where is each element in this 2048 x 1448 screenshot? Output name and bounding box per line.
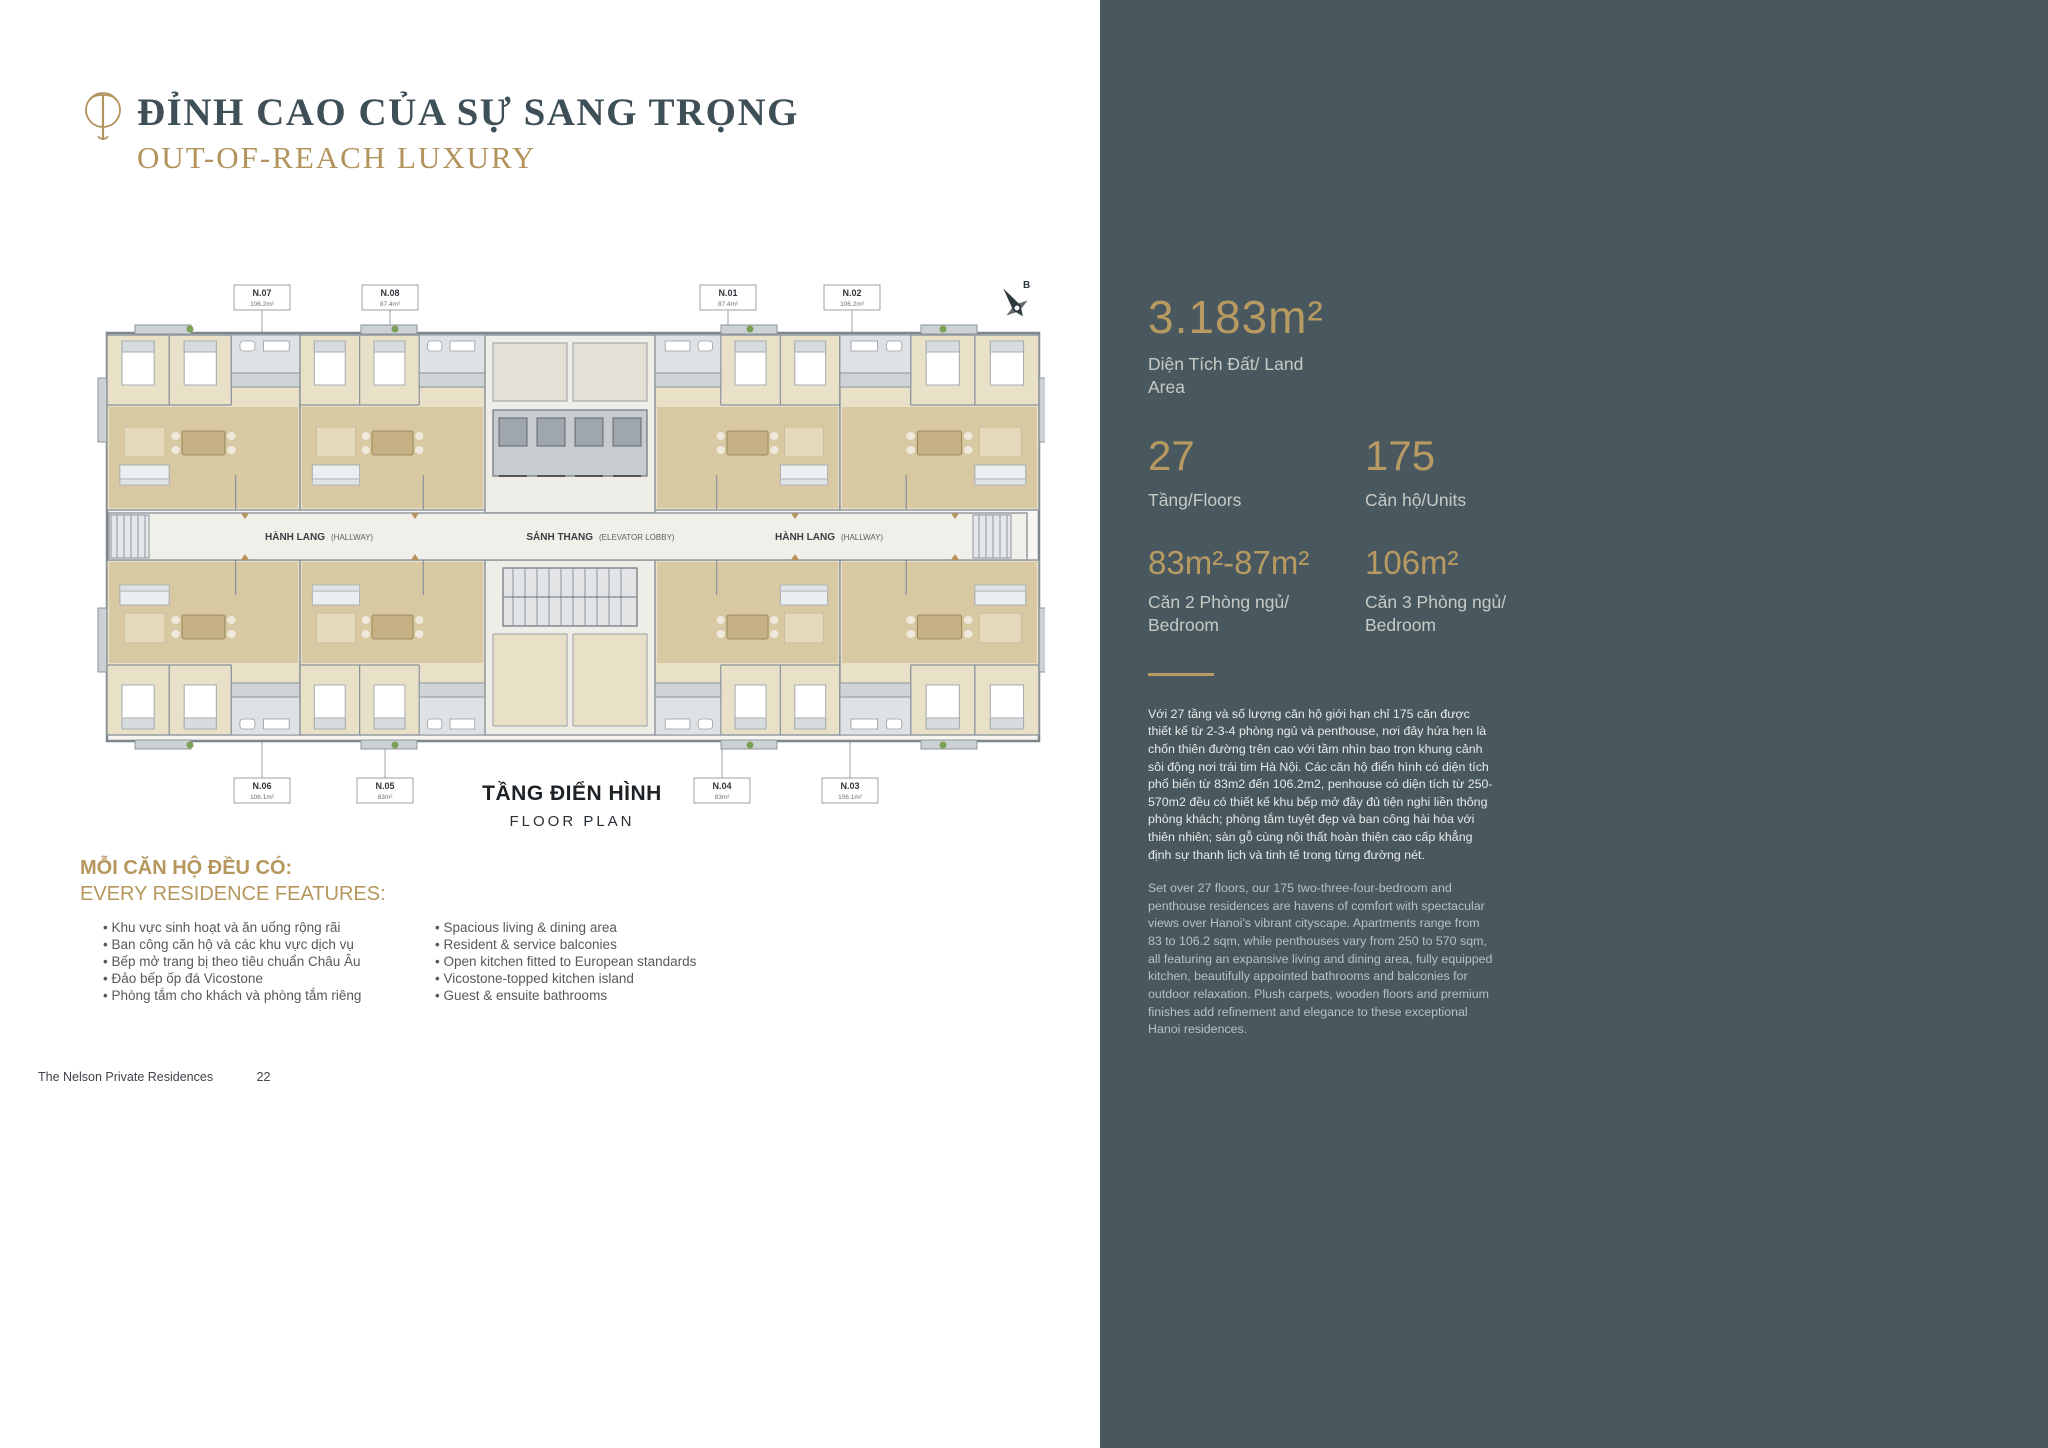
page-footer: The Nelson Private Residences 22 (38, 1070, 270, 1084)
feature-item: • Open kitchen fitted to European standa… (435, 954, 697, 969)
three-bed-stat: 106m² Căn 3 Phòng ngủ/ Bedroom (1365, 544, 1515, 637)
unit-label-n07: N.07 106.2m² (233, 284, 291, 311)
compass-north-label: B (1023, 280, 1030, 291)
three-bed-label: Căn 3 Phòng ngủ/ Bedroom (1365, 592, 1507, 635)
footer-page-number: 22 (256, 1070, 271, 1084)
feature-item: • Phòng tắm cho khách và phòng tắm riêng (103, 988, 362, 1003)
svg-text:106.1m²: 106.1m² (838, 794, 863, 801)
feature-item: • Ban công căn hộ và các khu vực dịch vụ (103, 937, 354, 952)
land-area-label: Diện Tích Đất/ Land Area (1148, 354, 1304, 397)
unit-label-n08: N.08 87.4m² (361, 284, 419, 311)
svg-text:N.04: N.04 (712, 781, 731, 791)
page-title-en: OUT-OF-REACH LUXURY (137, 140, 537, 175)
feature-item: • Vicostone-topped kitchen island (435, 971, 634, 986)
feature-item: • Spacious living & dining area (435, 920, 617, 935)
units-label: Căn hộ/Units (1365, 489, 1467, 510)
floor-plan: HÀNH LANG (HALLWAY) SẢNH THANG (ELEVATOR… (95, 278, 1049, 813)
features-list-vn: • Khu vực sinh hoạt và ăn uống rộng rãi •… (103, 919, 361, 1004)
floors-label: Tầng/Floors (1148, 489, 1242, 510)
land-area-value: 3.183m² (1148, 291, 1324, 343)
three-bed-value: 106m² (1365, 544, 1459, 582)
svg-text:N.07: N.07 (252, 288, 271, 298)
feature-item: • Khu vực sinh hoạt và ăn uống rộng rãi (103, 920, 341, 935)
unit-label-n06: N.06 106.1m² (233, 777, 291, 804)
floors-value: 27 (1148, 431, 1195, 479)
footer-brand: The Nelson Private Residences (38, 1070, 214, 1084)
two-bed-stat: 83m²-87m² Căn 2 Phòng ngủ/ Bedroom (1148, 544, 1365, 637)
svg-text:106.2m²: 106.2m² (840, 301, 865, 308)
svg-text:N.08: N.08 (380, 288, 399, 298)
apartment-unit-n03 (839, 559, 1040, 736)
apartment-unit-n07 (106, 334, 301, 511)
feature-item: • Bếp mở trang bị theo tiêu chuẩn Châu Â… (103, 954, 361, 969)
feature-item: • Đảo bếp ốp đá Vicostone (103, 971, 263, 986)
unit-label-n03: N.03 106.1m² (821, 777, 879, 804)
svg-text:N.05: N.05 (375, 781, 394, 791)
brand-logo-icon (85, 92, 121, 140)
svg-text:N.03: N.03 (840, 781, 859, 791)
apartment-unit-n08 (299, 334, 486, 511)
svg-text:N.02: N.02 (842, 288, 861, 298)
hallway-right-label-vn: HÀNH LANG (775, 530, 835, 543)
svg-text:83m²: 83m² (378, 794, 394, 801)
unit-label-n04: N.04 83m² (693, 777, 751, 804)
compass-icon: B (1003, 280, 1030, 317)
svg-text:N.06: N.06 (252, 781, 271, 791)
elevator-core (484, 334, 656, 514)
units-value: 175 (1365, 431, 1436, 479)
page-title-vn: ĐỈNH CAO CỦA SỰ SANG TRỌNG (137, 91, 799, 134)
features-heading: MỖI CĂN HỘ ĐỀU CÓ: EVERY RESIDENCE FEATU… (80, 855, 386, 907)
caption-vn: TẦNG ĐIỂN HÌNH (482, 782, 662, 805)
stair-core (484, 559, 656, 736)
caption-en: FLOOR PLAN (509, 813, 635, 830)
svg-text:106.1m²: 106.1m² (250, 794, 275, 801)
svg-text:N.01: N.01 (718, 288, 737, 298)
feature-item: • Guest & ensuite bathrooms (435, 988, 608, 1003)
unit-label-n01: N.01 87.4m² (699, 284, 757, 311)
svg-text:87.4m²: 87.4m² (380, 301, 401, 308)
hallway-right-label-en: (HALLWAY) (841, 533, 883, 542)
unit-label-n02: N.02 106.2m² (823, 284, 881, 311)
gold-divider (1148, 672, 1214, 676)
apartment-unit-n01 (654, 334, 841, 511)
apartment-unit-n02 (839, 334, 1040, 511)
two-bed-value: 83m²-87m² (1148, 544, 1310, 582)
apartment-unit-n05 (299, 559, 486, 736)
apartment-unit-n04 (654, 559, 841, 736)
lobby-label-en: (ELEVATOR LOBBY) (599, 533, 675, 542)
hallway-left-label-en: (HALLWAY) (331, 533, 373, 542)
corridor (108, 512, 1028, 561)
units-stat: 175 Căn hộ/Units (1365, 432, 1493, 512)
lobby-label-vn: SẢNH THANG (526, 530, 593, 543)
floor-plan-caption: TẦNG ĐIỂN HÌNH FLOOR PLAN (452, 782, 692, 830)
svg-text:83m²: 83m² (715, 794, 731, 801)
stats-panel: 3.183m² Diện Tích Đất/ Land Area 27 Tầng… (1100, 0, 2048, 1448)
floors-stat: 27 Tầng/Floors (1148, 432, 1365, 512)
feature-item: • Resident & service balconies (435, 937, 617, 952)
features-heading-vn: MỖI CĂN HỘ ĐỀU CÓ: (80, 857, 293, 879)
floor-plan-drawing: HÀNH LANG (HALLWAY) SẢNH THANG (ELEVATOR… (97, 280, 1049, 804)
hallway-left-label-vn: HÀNH LANG (265, 530, 325, 543)
features-heading-en: EVERY RESIDENCE FEATURES: (80, 883, 386, 905)
description-en: Set over 27 floors, our 175 two-three-fo… (1148, 881, 1493, 1037)
description-vn: Với 27 tầng và số lượng căn hộ giới hạn … (1148, 706, 1493, 862)
svg-text:106.2m²: 106.2m² (250, 301, 275, 308)
apartment-unit-n06 (106, 559, 301, 736)
unit-label-n05: N.05 83m² (356, 777, 414, 804)
svg-text:87.4m²: 87.4m² (718, 301, 739, 308)
two-bed-label: Căn 2 Phòng ngủ/ Bedroom (1148, 592, 1290, 635)
stairwell-right (972, 514, 1012, 559)
features-list-en: • Spacious living & dining area • Residen… (435, 919, 696, 1004)
stairwell-left (110, 514, 150, 559)
